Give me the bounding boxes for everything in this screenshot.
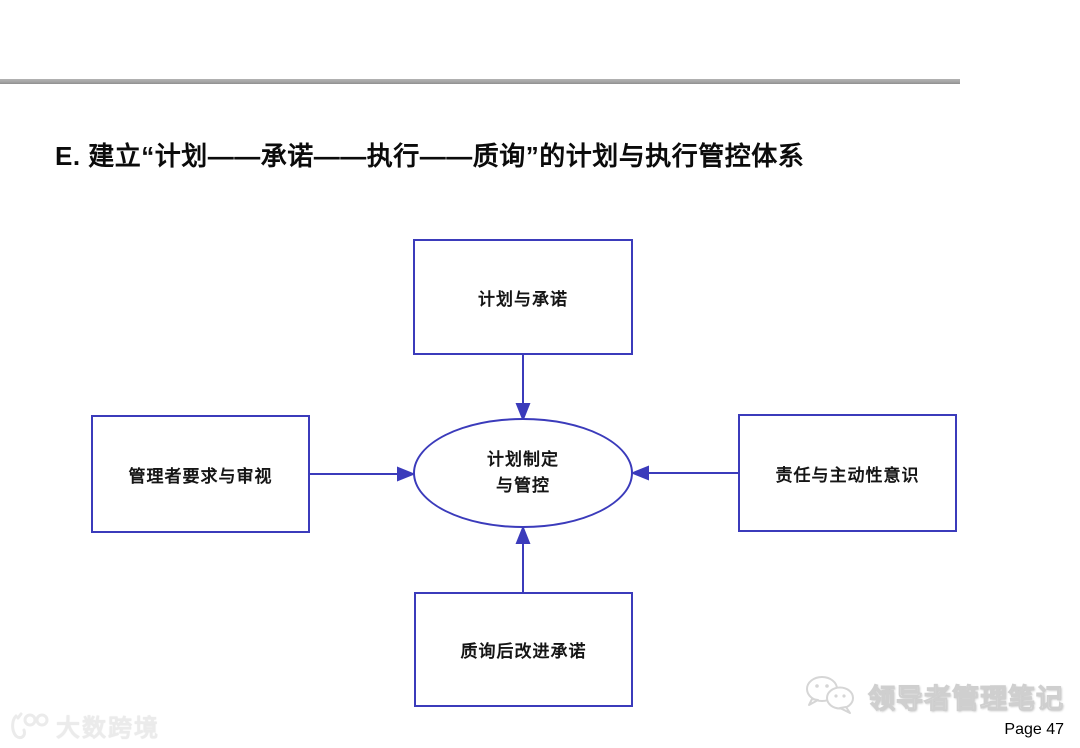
footer-brand: 领导者管理笔记	[802, 674, 1064, 718]
arrowhead-up-icon	[515, 525, 531, 544]
box-manager-requirements-review-label: 管理者要求与审视	[128, 466, 273, 486]
footer-brand-label: 领导者管理笔记	[868, 683, 1064, 714]
box-responsibility-initiative-label: 责任与主动性意识	[775, 465, 920, 485]
box-responsibility-initiative: 责任与主动性意识	[738, 414, 957, 532]
arrowhead-left-icon	[630, 465, 649, 481]
wechat-icon	[806, 676, 854, 714]
arrowhead-down-icon	[515, 403, 531, 422]
box-improve-commitment-after-inquiry-label: 质询后改进承诺	[460, 642, 587, 661]
watermark-dashu-kuajing: 大数跨境	[8, 708, 160, 743]
box-plan-and-commitment: 计划与承诺	[413, 239, 633, 355]
arrowhead-right-icon	[397, 466, 416, 482]
box-manager-requirements-review: 管理者要求与审视	[91, 415, 310, 533]
box-improve-commitment-after-inquiry: 质询后改进承诺	[414, 592, 633, 707]
top-divider-bar	[0, 79, 960, 84]
page-number: Page 47	[1004, 721, 1064, 738]
box-plan-and-commitment-label: 计划与承诺	[478, 289, 568, 309]
slide-title: E. 建立“计划——承诺——执行——质询”的计划与执行管控体系	[55, 141, 805, 171]
dashu-kuajing-logo-icon	[11, 712, 49, 739]
ellipse-plan-making-control: 计划制定 与管控	[413, 418, 633, 528]
watermark-brand-label: 大数跨境	[56, 715, 160, 742]
